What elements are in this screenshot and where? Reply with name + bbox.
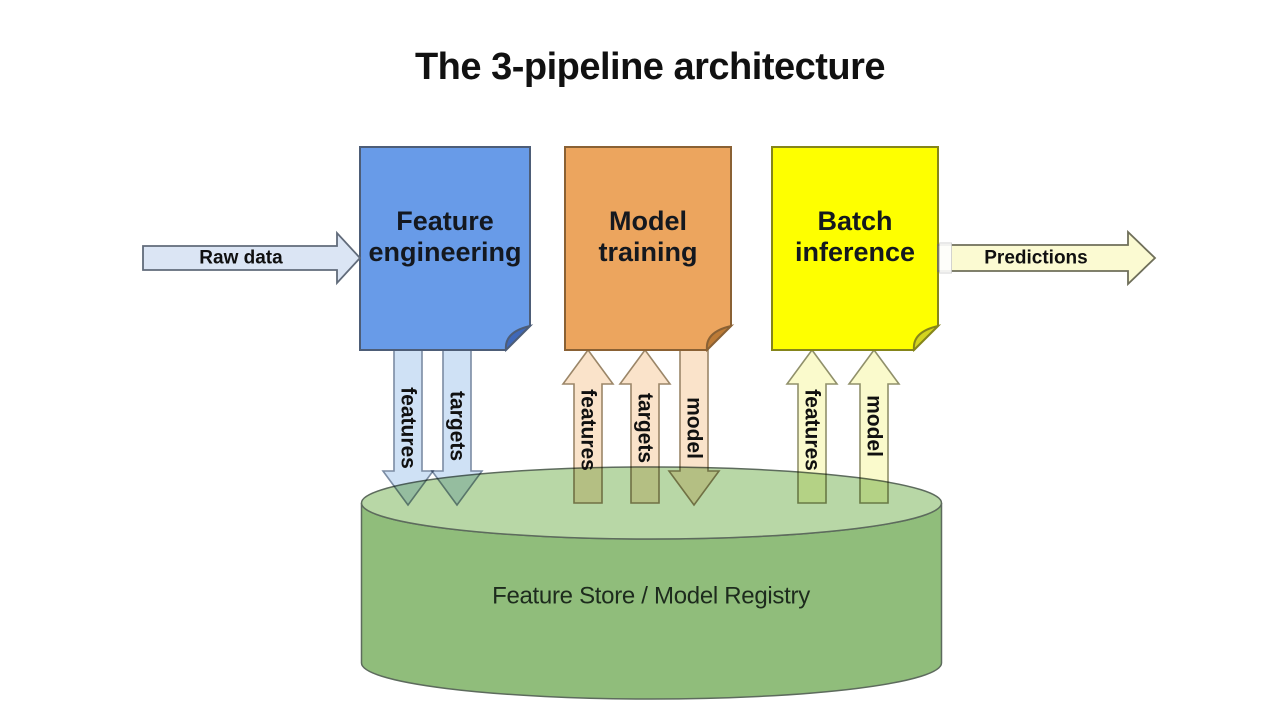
- model-training-label-line2: training: [599, 237, 698, 267]
- diagram-title: The 3-pipeline architecture: [415, 46, 885, 88]
- label-model-mt: model: [683, 397, 706, 459]
- label-model-bi: model: [863, 395, 886, 457]
- arrow-down-model: [667, 349, 721, 507]
- feature-engineering-label-line1: Feature: [396, 206, 494, 236]
- raw-data-arrow: Raw data: [142, 230, 362, 286]
- label-features-fe: features: [397, 387, 420, 469]
- label-targets-fe: targets: [446, 391, 469, 461]
- label-targets-mt: targets: [634, 393, 657, 463]
- folded-corner-icon: [912, 324, 942, 353]
- arrow-up-features: [561, 348, 615, 504]
- raw-data-arrow-shape: [142, 230, 362, 286]
- predictions-arrow-shape: [937, 229, 1157, 287]
- pipeline-batch-inference: Batch inference: [771, 146, 942, 353]
- pipeline-feature-engineering: Feature engineering: [359, 146, 534, 353]
- arrow-up-model-bi: [847, 348, 901, 504]
- feature-engineering-label-line2: engineering: [368, 237, 521, 267]
- predictions-label: Predictions: [984, 248, 1087, 269]
- raw-data-label: Raw data: [199, 248, 283, 269]
- batch-inference-label-line1: Batch: [817, 206, 892, 236]
- fe-to-store-arrows: [381, 349, 484, 507]
- arrow-down-features: [381, 349, 435, 507]
- folded-corner-icon: [504, 324, 534, 353]
- mt-store-arrows: [561, 348, 721, 507]
- store-to-bi-arrows: [785, 348, 901, 504]
- arrow-up-features-bi: [785, 348, 839, 504]
- arrow-down-targets: [430, 349, 484, 507]
- batch-inference-label-line2: inference: [795, 237, 915, 267]
- folded-corner-icon: [705, 324, 735, 353]
- predictions-arrow-tail-notch: [939, 242, 952, 274]
- label-features-bi: features: [801, 389, 824, 471]
- vertical-arrow-labels: features targets features targets model …: [397, 387, 886, 471]
- arrow-up-targets: [618, 348, 672, 504]
- pipeline-model-training: Model training: [564, 146, 735, 353]
- predictions-arrow: Predictions: [937, 229, 1157, 287]
- feature-store-label: Feature Store / Model Registry: [492, 583, 810, 610]
- label-features-mt: features: [577, 389, 600, 471]
- model-training-label-line1: Model: [609, 206, 687, 236]
